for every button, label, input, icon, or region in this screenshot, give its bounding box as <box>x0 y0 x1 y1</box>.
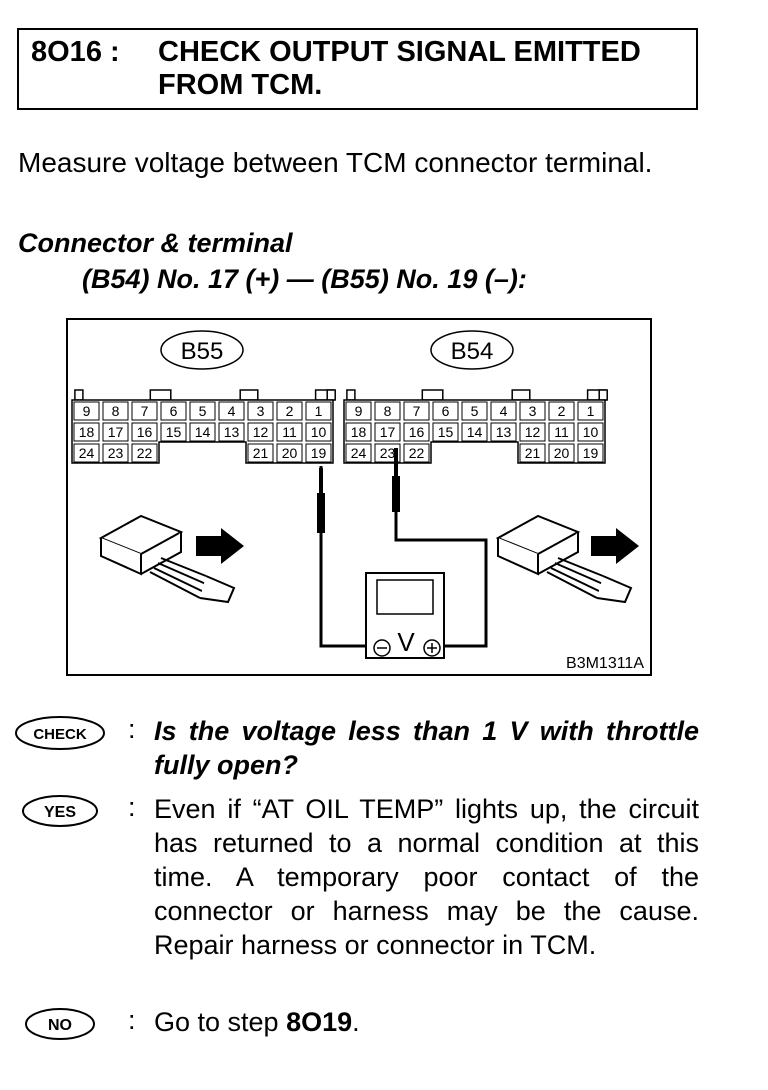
b55-pin-10: 10 <box>311 424 327 440</box>
check-question: Is the voltage less than 1 V with thrott… <box>154 716 699 780</box>
b54-pin-18: 18 <box>351 424 367 440</box>
b54-pin-11: 11 <box>554 424 569 440</box>
b55-pin-13: 13 <box>224 424 240 440</box>
left-connector-sketch-icon <box>98 514 236 604</box>
b55-label: B55 <box>181 338 224 365</box>
intro-text: Measure voltage between TCM connector te… <box>18 147 653 178</box>
b54-pin-12: 12 <box>525 424 541 440</box>
b54-pin-16: 16 <box>409 424 425 440</box>
b54-pin-23: 23 <box>380 445 396 461</box>
b54-pin-10: 10 <box>583 424 599 440</box>
right-connector-sketch-icon <box>495 514 633 604</box>
b55-pin-7: 7 <box>141 403 149 419</box>
plus-probe <box>392 448 400 512</box>
b54-pin-15: 15 <box>438 424 454 440</box>
b55-pin-23: 23 <box>108 445 124 461</box>
yes-colon: : <box>128 792 136 822</box>
no-answer: Go to step 8O19. <box>154 1005 699 1039</box>
no-row: NO : Go to step 8O19. <box>14 1005 704 1045</box>
b54-pin-24: 24 <box>351 445 367 461</box>
b55-pin-1: 1 <box>315 403 323 419</box>
b55-pin-2: 2 <box>286 403 294 419</box>
step-title: CHECK OUTPUT SIGNAL EMITTED FROM TCM. <box>158 36 641 101</box>
b55-pin-15: 15 <box>166 424 182 440</box>
no-answer-prefix: Go to step <box>154 1007 287 1037</box>
connector-heading: Connector & terminal <box>18 228 293 258</box>
b54-pin-6: 6 <box>442 403 450 419</box>
b55-pin-9: 9 <box>83 403 91 419</box>
no-badge: NO <box>25 1008 95 1040</box>
b54-pin-22: 22 <box>409 445 425 461</box>
b55-pin-14: 14 <box>195 424 211 440</box>
b54-label: B54 <box>451 338 494 365</box>
yes-row: YES : Even if “AT OIL TEMP” lights up, t… <box>14 792 704 992</box>
check-badge: CHECK <box>15 716 105 750</box>
no-colon: : <box>128 1005 136 1035</box>
b55-pin-5: 5 <box>199 403 207 419</box>
step-header-box: 8O16 : CHECK OUTPUT SIGNAL EMITTED FROM … <box>17 28 698 110</box>
b54-pin-3: 3 <box>529 403 537 419</box>
b55-pin-17: 17 <box>108 424 124 440</box>
check-row: CHECK : Is the voltage less than 1 V wit… <box>14 714 704 784</box>
step-number: 8O16 : <box>31 36 120 68</box>
b55-pin-4: 4 <box>228 403 236 419</box>
yes-badge: YES <box>22 795 98 827</box>
b55-pin-20: 20 <box>282 445 298 461</box>
right-arrow-icon <box>591 528 639 564</box>
b55-label-oval <box>160 330 244 370</box>
b55-pin-24: 24 <box>79 445 95 461</box>
b55-pin-6: 6 <box>170 403 178 419</box>
b54-pin-4: 4 <box>500 403 508 419</box>
b55-pin-12: 12 <box>253 424 269 440</box>
b55-pin-22: 22 <box>137 445 153 461</box>
b54-pin-19: 19 <box>583 445 599 461</box>
connector-terminals: (B54) No. 17 (+) — (B55) No. 19 (–): <box>82 264 527 294</box>
plus-lead-wire <box>394 466 488 648</box>
b55-pin-16: 16 <box>137 424 153 440</box>
b55-pin-3: 3 <box>257 403 265 419</box>
check-colon: : <box>128 714 136 744</box>
b55-pin-21: 21 <box>253 445 269 461</box>
b54-pin-13: 13 <box>496 424 512 440</box>
b54-label-oval <box>430 330 514 370</box>
meter-letter: V <box>397 627 415 657</box>
svg-text:NO: NO <box>48 1017 72 1034</box>
left-arrow-icon <box>196 528 244 564</box>
minus-probe <box>317 468 325 533</box>
b54-pin-14: 14 <box>467 424 483 440</box>
svg-text:CHECK: CHECK <box>33 726 87 743</box>
b54-pin-9: 9 <box>355 403 363 419</box>
figure-code: B3M1311A <box>566 655 644 672</box>
voltmeter: V <box>365 572 445 659</box>
no-step-ref: 8O19 <box>286 1007 353 1037</box>
no-answer-suffix: . <box>352 1007 360 1037</box>
yes-answer: Even if “AT OIL TEMP” lights up, the cir… <box>154 794 699 960</box>
b54-pin-17: 17 <box>380 424 396 440</box>
b55-pin-19: 19 <box>311 445 327 461</box>
b54-pin-8: 8 <box>384 403 392 419</box>
b54-pin-2: 2 <box>558 403 566 419</box>
b54-pin-5: 5 <box>471 403 479 419</box>
b54-pin-7: 7 <box>413 403 421 419</box>
b55-pin-18: 18 <box>79 424 95 440</box>
b54-pin-21: 21 <box>525 445 541 461</box>
svg-text:YES: YES <box>44 804 76 821</box>
b55-pin-11: 11 <box>282 424 297 440</box>
b54-pin-1: 1 <box>587 403 595 419</box>
b55-pin-8: 8 <box>112 403 120 419</box>
b54-pin-20: 20 <box>554 445 570 461</box>
